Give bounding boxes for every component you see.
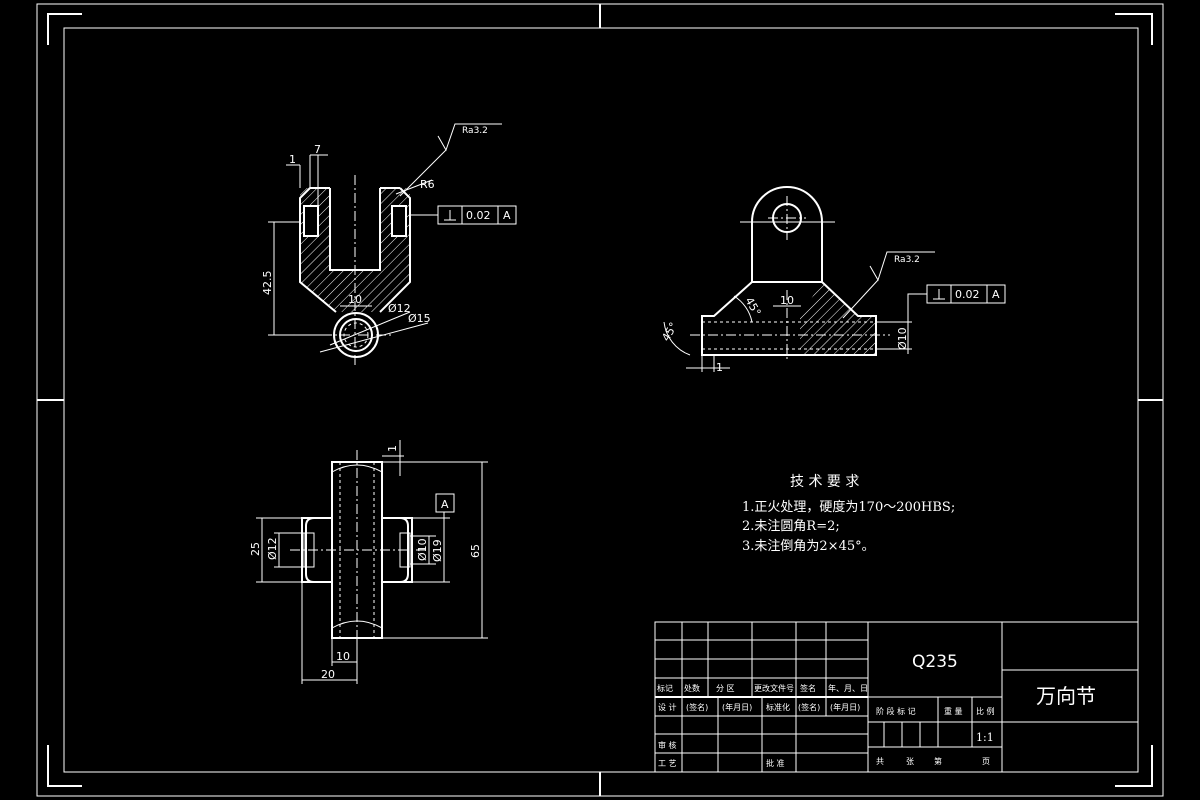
label-ratio: 比 例 <box>976 706 995 716</box>
tech-req-item-3: 3.未注倒角为2×45°。 <box>742 539 875 554</box>
roughness-symbol: Ra3.2 <box>894 255 920 265</box>
part-name: 万向节 <box>1036 684 1096 708</box>
dim-10: 10 <box>336 650 350 663</box>
fcf-tolerance: 0.02 <box>466 209 491 222</box>
label-fenqu: 分 区 <box>716 684 735 693</box>
section-hatch <box>300 188 410 282</box>
fcf-datum: A <box>992 288 1000 301</box>
dim-phi12: Ø12 <box>266 537 279 560</box>
label-pizhun: 批 准 <box>766 758 785 768</box>
fcf-tolerance: 0.02 <box>955 288 980 301</box>
title-block: Q235 万向节 1:1 标记 处数 分 区 更改文件号 签名 年、月、日 设 … <box>654 621 1139 773</box>
label-weight: 重 量 <box>944 706 963 716</box>
dim-20: 20 <box>321 668 335 681</box>
dim-phi10: Ø10 <box>896 327 909 350</box>
dim-phi10: Ø10 <box>416 538 429 561</box>
label-sheji: 设 计 <box>658 702 677 712</box>
view-section-fork: 1 7 42.5 10 Ø12 Ø15 R6 Ra3.2 0.02 A <box>261 123 517 368</box>
dim-10: 10 <box>348 293 362 306</box>
label-biaozhunhua: 标准化 <box>766 702 790 712</box>
dim-phi19: Ø19 <box>431 539 444 562</box>
feature-control-frame <box>437 205 517 225</box>
label-gengai: 更改文件号 <box>754 683 794 693</box>
tech-req-item-1: 1.正火处理，硬度为170～200HBS; <box>742 499 955 515</box>
dim-1: 1 <box>289 153 296 166</box>
dim-7: 7 <box>314 143 321 156</box>
feature-control-frame <box>926 284 1006 304</box>
material-label: Q235 <box>912 652 958 672</box>
datum-box <box>435 493 455 513</box>
dim-phi12: Ø12 <box>388 302 411 315</box>
label-total: 共 <box>876 757 884 766</box>
dim-42-5: 42.5 <box>261 271 274 296</box>
label-chushu: 处数 <box>684 683 700 693</box>
dim-angle-45-lower: 45° <box>659 320 680 343</box>
view-side-fork: 10 45° 45° 1 Ø10 Ra3.2 0.02 A <box>659 186 1006 374</box>
dim-65: 65 <box>469 544 482 558</box>
dim-1: 1 <box>716 361 723 374</box>
label-page: 页 <box>982 757 990 766</box>
view-cross: 1 65 25 Ø12 Ø10 Ø19 A 10 20 <box>249 440 488 684</box>
dim-25: 25 <box>249 542 262 556</box>
label-gongyi: 工 艺 <box>658 759 677 768</box>
label-qianming: 签名 <box>800 683 816 693</box>
roughness-symbol: Ra3.2 <box>462 126 488 136</box>
label-ymd: (年月日) <box>722 702 752 712</box>
fcf-datum: A <box>503 209 511 222</box>
dim-10: 10 <box>780 294 794 307</box>
label-signature-2: (签名) <box>798 702 820 712</box>
label-sheets: 张 <box>906 757 914 766</box>
label-biaoji: 标记 <box>657 683 673 693</box>
label-shenhe: 审 核 <box>658 740 677 750</box>
dim-1: 1 <box>386 445 399 452</box>
tech-req-title: 技 术 要 求 <box>790 474 859 490</box>
label-nth: 第 <box>934 756 942 766</box>
dim-r6: R6 <box>420 178 435 191</box>
tech-req-item-2: 2.未注圆角R=2; <box>742 519 840 534</box>
label-ymd-2: (年月日) <box>830 702 860 712</box>
technical-requirements: 技 术 要 求 1.正火处理，硬度为170～200HBS; 2.未注圆角R=2;… <box>742 474 955 554</box>
label-signature: (签名) <box>686 702 708 712</box>
drawing-frame <box>36 3 1164 797</box>
label-date: 年、月、日 <box>828 683 868 693</box>
scale-value: 1:1 <box>976 731 994 744</box>
label-stage: 阶 段 标 记 <box>876 706 916 716</box>
dim-angle-45-upper: 45° <box>742 295 763 318</box>
dim-phi15: Ø15 <box>408 312 431 325</box>
datum-label: A <box>441 498 449 511</box>
